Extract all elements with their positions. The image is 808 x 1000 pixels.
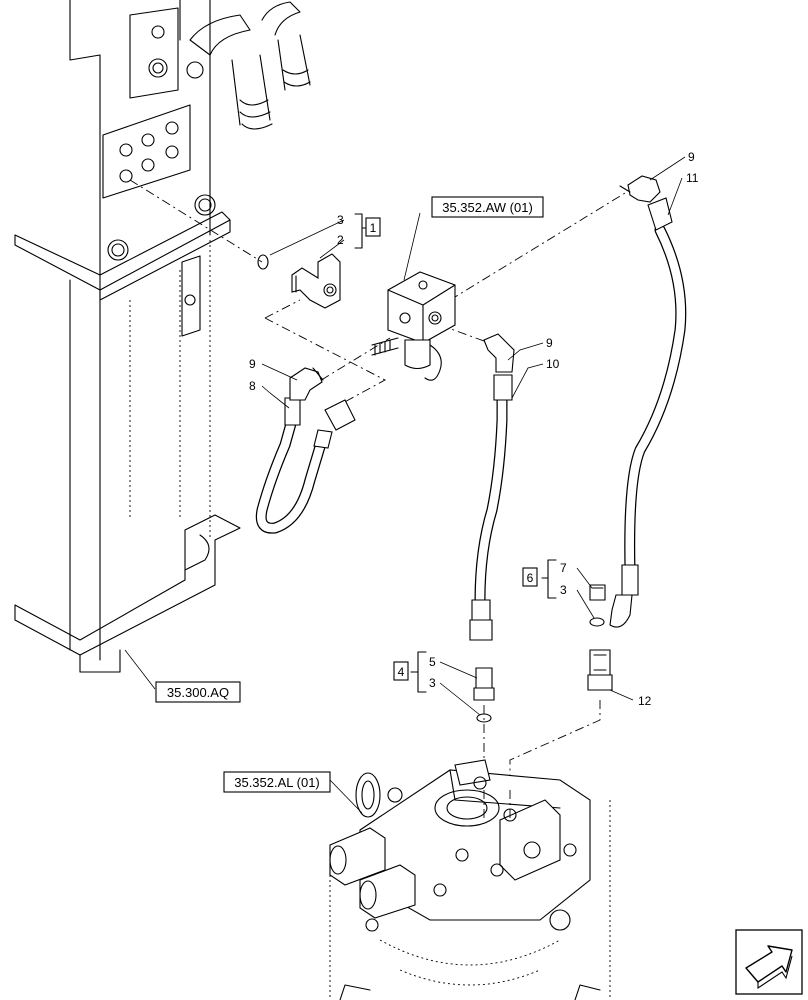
hose-part11: [609, 197, 687, 628]
elbow-part9-mid: [483, 333, 515, 373]
callout-3-kit6: 3: [560, 583, 567, 597]
callout-7: 7: [560, 561, 567, 575]
callout-2: 2: [337, 233, 344, 247]
kit-label-4: 4: [398, 665, 405, 679]
oring-kit4: [476, 713, 492, 723]
oring-kit6: [589, 617, 605, 627]
callout-11: 11: [686, 171, 699, 185]
elbow-part9-left: [289, 367, 324, 401]
swivel-motor: [329, 759, 611, 1000]
ref-valve-block[interactable]: 35.352.AW (01): [442, 200, 533, 215]
kit-box-6: [522, 567, 538, 587]
frame-column: [14, 0, 311, 673]
ref-box-swivel[interactable]: [223, 771, 331, 793]
callout-9-mid: 9: [546, 336, 553, 350]
callout-10: 10: [546, 357, 560, 371]
callout-9-top: 9: [688, 150, 695, 164]
elbow-part9-top: [619, 175, 661, 203]
kit-label-1: 1: [370, 221, 377, 235]
callout-12: 12: [638, 694, 652, 708]
adapter-part12: [587, 649, 613, 691]
ref-frame[interactable]: 35.300.AQ: [167, 685, 229, 700]
hose-part10: [469, 374, 513, 641]
ref-box-frame[interactable]: [155, 681, 241, 703]
next-page-arrow-icon[interactable]: [735, 929, 803, 995]
kit-box-4: [393, 661, 409, 681]
callout-8: 8: [249, 379, 256, 393]
adapter-part5: [473, 667, 495, 701]
kit-brackets: [354, 213, 557, 693]
tee-fitting-part2: [257, 253, 341, 309]
valve-block: [371, 271, 456, 381]
callout-3-kit4: 3: [429, 676, 436, 690]
hose-part8: [255, 397, 356, 534]
callout-9-left: 9: [249, 357, 256, 371]
ref-swivel-motor[interactable]: 35.352.AL (01): [234, 775, 320, 790]
kit-label-6: 6: [527, 571, 534, 585]
ref-box-valve[interactable]: [431, 196, 544, 218]
kit-box-1: [365, 217, 381, 237]
callout-leaders: [124, 156, 686, 814]
callout-5: 5: [429, 655, 436, 669]
callout-3-top: 3: [337, 213, 344, 227]
plug-part7: [589, 584, 606, 601]
